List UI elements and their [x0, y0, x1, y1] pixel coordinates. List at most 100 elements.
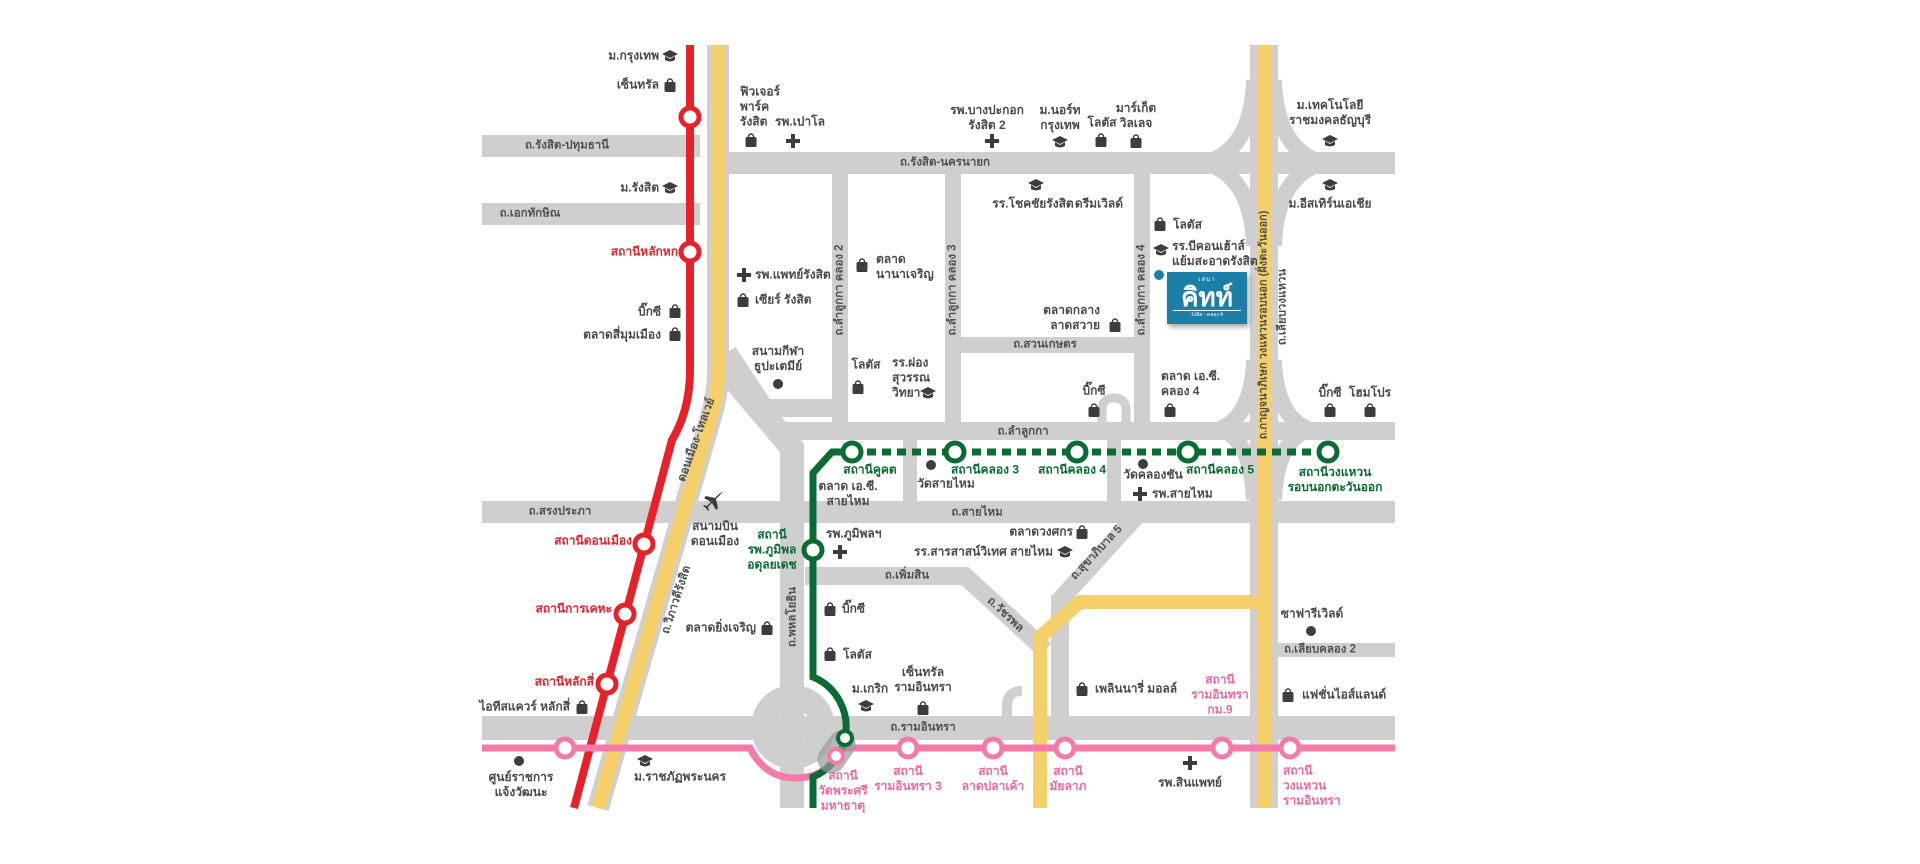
road-label: ถ.กาญจนาภิเษก วงแหวนรอบนอก (ฝั่งตะวันออก…: [1257, 210, 1270, 440]
graduation-cap-icon: [1322, 179, 1338, 191]
graduation-cap-icon: [1153, 244, 1169, 256]
green-station-label[interactable]: สถานีวงแหวน รอบนอกตะวันออก: [1287, 465, 1383, 494]
poi-label: เพลินนารี่ มอลล์: [1095, 681, 1178, 696]
shopping-bag-icon: [824, 647, 836, 661]
poi-label: รพ.สินแพทย์: [1158, 775, 1222, 790]
poi-label: เซียร์ รังสิต: [755, 292, 812, 307]
shopping-bag-icon: [824, 602, 836, 616]
poi-label: โลตัส: [843, 647, 872, 662]
project-location-dot: [1154, 270, 1164, 280]
shopping-bag-icon: [1109, 318, 1121, 332]
red-station: [678, 105, 702, 129]
poi-label: แฟชั่นไอส์แลนด์: [1302, 687, 1387, 702]
road-label: ถ.รังสิต-นครนายก: [899, 156, 991, 169]
pink-station-label[interactable]: สถานี รามอินทรา กม.9: [1191, 672, 1249, 717]
shopping-bag-icon: [1282, 688, 1294, 702]
poi-label: ตลาดสี่มุมเมือง: [583, 327, 661, 342]
red-station-label[interactable]: สถานีดอนเมือง: [554, 533, 632, 548]
green-station: [1176, 440, 1200, 464]
poi-label: โลตัส: [1087, 115, 1117, 130]
hospital-cross-icon: [985, 134, 999, 148]
poi-label: ตลาด เอ.ซี. คลอง 4: [1161, 369, 1221, 398]
graduation-cap-icon: [637, 755, 653, 767]
road-label: ถ.ลำลูกกา คลอง 3: [946, 244, 959, 336]
road-label: ถ.ลำลูกกา คลอง 4: [1135, 244, 1148, 336]
road-loop-1: [1097, 393, 1131, 424]
poi-label: ดรีมเวิลด์: [1074, 196, 1124, 211]
road-label: ถ.เอกทักษิณ: [499, 207, 561, 220]
pink-station-label[interactable]: สถานี วัดพระศรี มหาธาตุ: [818, 768, 868, 813]
poi-label: ตลาดยิ่งเจริญ: [685, 620, 756, 635]
road-sukhaphiban5: [1051, 505, 1147, 728]
road-loop-2: [1002, 686, 1023, 728]
green-station: [836, 729, 854, 747]
green-station: [801, 538, 825, 562]
stations: [553, 105, 1340, 765]
red-station: [632, 532, 656, 556]
graduation-cap-icon: [662, 50, 678, 62]
green-station-label[interactable]: สถานีคูคต: [843, 462, 897, 477]
road-label: ถ.เลียบคลอง 2: [1283, 643, 1357, 656]
poi-label: ม.ราชภัฏพระนคร: [633, 769, 727, 784]
shopping-bag-icon: [1324, 403, 1336, 417]
poi-label: ตลาดกลาง ลาดสวาย: [1043, 303, 1100, 332]
poi-label: สนามกีฬา ธูปะเตมีย์: [751, 344, 805, 373]
red-station-label[interactable]: สถานีการเคหะ: [535, 601, 612, 616]
road-label: ถ.ลำลูกกา: [997, 425, 1049, 438]
poi-label: ตลาด เอ.ซี. สายไหม: [818, 479, 878, 508]
poi-label: ม.อีสเทิร์นเอเชีย: [1288, 196, 1372, 211]
road-phoemsin: [805, 567, 1052, 657]
poi-label: สนามบิน ดอนเมือง: [690, 519, 740, 548]
poi-label: ตลาด นานาเจริญ: [876, 252, 934, 281]
place-dot-icon: [514, 756, 524, 766]
poi-label: รร.บีคอนเฮ้าส์ แย้มสะอาดรังสิต: [1172, 239, 1258, 268]
place-dot-icon: [773, 379, 783, 389]
graduation-cap-icon: [920, 387, 936, 399]
pink-station-label[interactable]: สถานี มัยลาภ: [1049, 764, 1087, 793]
green-station-label[interactable]: สถานีคลอง 3: [951, 462, 1019, 477]
poi-label: เซ็นทรัล: [616, 77, 659, 92]
poi-label: ม.รังสิต: [620, 180, 659, 195]
shopping-bag-icon: [1088, 403, 1100, 417]
green-station: [1065, 440, 1089, 464]
pink-station-label[interactable]: สถานี วงแหวน รามอินทรา: [1283, 763, 1341, 808]
graduation-cap-icon: [858, 700, 874, 712]
poi-label: ไอทีสแควร์ หลักสี่: [479, 699, 570, 714]
interchange-ramps: [1202, 79, 1326, 501]
green-station-label[interactable]: สถานี รพ.ภูมิพล อดุลยเดช: [747, 527, 797, 572]
shopping-bag-icon: [669, 327, 681, 341]
hospital-cross-icon: [737, 268, 751, 282]
poi-label: โลตัส: [1173, 217, 1202, 232]
road-label: ถ.เลียบวงแหวน: [1276, 268, 1289, 346]
poi-label: รร.โชคชัยรังสิต: [992, 196, 1074, 211]
poi-label: รพ.ภูมิพลฯ: [826, 526, 882, 541]
green-station: [840, 440, 864, 464]
poi-label: ซาฟารีเวิลด์: [1280, 606, 1344, 621]
vibhavadi-expressway: [591, 45, 725, 810]
hospital-cross-icon: [1133, 487, 1147, 501]
graduation-cap-icon: [1028, 179, 1044, 191]
road-label: ถ.เพิ่มสิน: [884, 569, 930, 582]
pink-station-label[interactable]: สถานี รามอินทรา 3: [874, 764, 942, 793]
green-station-label[interactable]: สถานีคลอง 4: [1038, 462, 1106, 477]
road-label: ถ.สรงประภา: [528, 505, 592, 518]
shopping-bag-icon: [856, 258, 868, 272]
red-station-label[interactable]: สถานีหลักหก: [610, 244, 678, 259]
graduation-cap-icon: [662, 182, 678, 194]
graduation-cap-icon: [1322, 135, 1338, 147]
project-logo[interactable]: เสนา คิทท์ รังสิต - คลอง 4: [1167, 272, 1247, 324]
pink-station-label[interactable]: สถานี ลาดปลาเค้า: [961, 764, 1025, 793]
pink-station: [1210, 736, 1234, 760]
poi-label: รพ.สายไหม: [1152, 486, 1213, 501]
red-station-label[interactable]: สถานีหลักสี่: [534, 674, 594, 689]
pink-station: [896, 736, 920, 760]
red-station: [613, 602, 637, 626]
green-station-label[interactable]: สถานีคลอง 5: [1186, 462, 1254, 477]
hospital-cross-icon: [786, 134, 800, 148]
shopping-bag-icon: [1076, 525, 1088, 539]
road-label: ถ.สายไหม: [951, 506, 1003, 519]
graduation-cap-icon: [1052, 136, 1068, 148]
poi-label: ม.กรุงเทพ: [608, 48, 659, 63]
